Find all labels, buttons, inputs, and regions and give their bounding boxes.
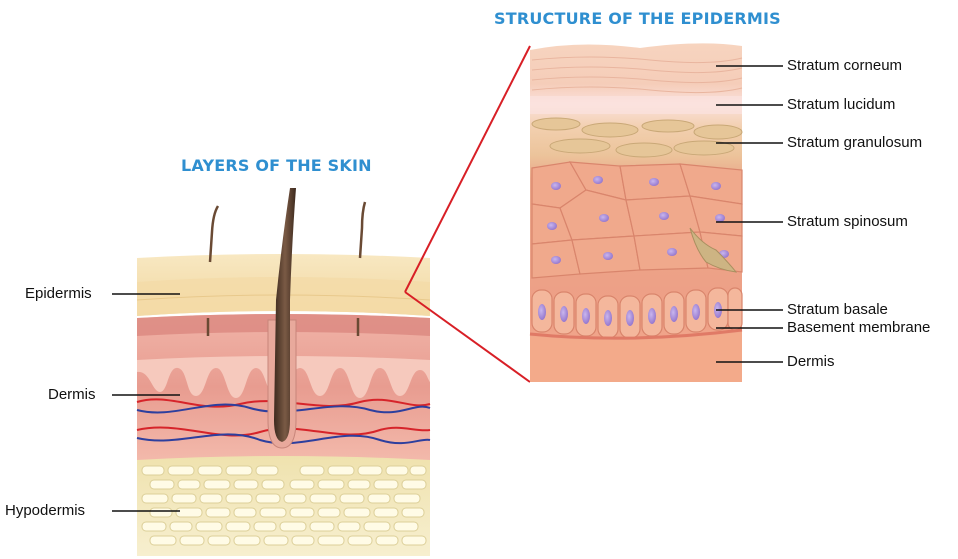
label-stratum-corneum: Stratum corneum xyxy=(787,57,902,75)
label-stratum-spinosum: Stratum spinosum xyxy=(787,213,908,231)
label-epidermis: Epidermis xyxy=(25,285,92,303)
zoom-line-top xyxy=(405,46,530,292)
label-dermis-right: Dermis xyxy=(787,353,835,371)
label-hypodermis: Hypodermis xyxy=(5,502,85,520)
label-stratum-lucidum: Stratum lucidum xyxy=(787,96,895,114)
label-stratum-basale: Stratum basale xyxy=(787,301,888,319)
lucidum-band xyxy=(530,96,742,114)
label-basement-membrane: Basement membrane xyxy=(787,319,930,337)
skin-block xyxy=(137,188,430,556)
epidermis-section xyxy=(530,43,742,382)
small-hair-left xyxy=(210,206,218,262)
label-dermis: Dermis xyxy=(48,386,96,404)
label-stratum-granulosum: Stratum granulosum xyxy=(787,134,922,152)
right-title: STRUCTURE OF THE EPIDERMIS xyxy=(494,9,781,28)
small-hair-right xyxy=(360,202,365,258)
left-title: LAYERS OF THE SKIN xyxy=(181,156,372,175)
